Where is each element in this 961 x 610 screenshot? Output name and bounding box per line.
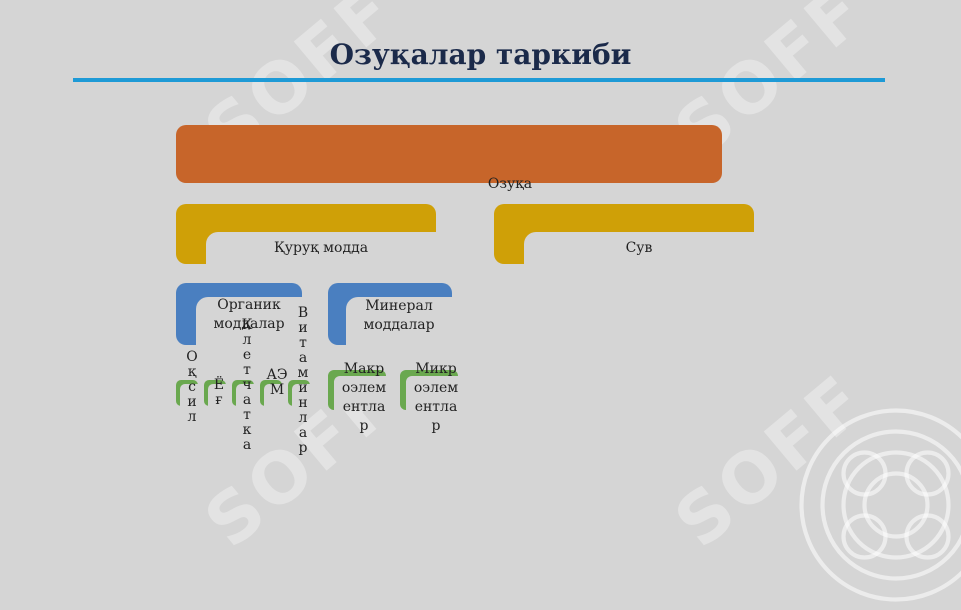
- node-organic: Органик моддалар: [176, 283, 302, 345]
- slide: SOFF SOFF SOFF SOFF Озуқалар таркиби Озу…: [0, 0, 961, 540]
- node-micro-label: Микроэлементлар: [412, 360, 460, 436]
- node-dry-matter-label: Қуруқ модда: [206, 232, 436, 264]
- node-water-label: Сув: [524, 232, 754, 264]
- node-macro-label: Макроэлементлар: [340, 360, 388, 436]
- node-root: [176, 125, 722, 187]
- node-protein-label: Оқсил: [185, 350, 199, 425]
- node-vitamins-label: Витаминлар: [296, 306, 310, 456]
- node-water: Сув: [494, 204, 754, 264]
- node-nfe-label: АЭМ: [266, 368, 288, 398]
- node-fat-label: Ёғ: [212, 378, 226, 408]
- node-mineral-label: Минерал моддалар: [346, 297, 452, 345]
- page-title: Озуқалар таркиби: [0, 38, 961, 71]
- node-root-shape: [176, 125, 722, 183]
- node-fiber-label: Клетчатка: [240, 318, 254, 453]
- title-underline: [73, 78, 885, 82]
- node-root-label: Озуқа: [470, 176, 550, 192]
- node-dry-matter: Қуруқ модда: [176, 204, 436, 264]
- node-mineral: Минерал моддалар: [328, 283, 452, 345]
- ornament-icon: [791, 400, 961, 610]
